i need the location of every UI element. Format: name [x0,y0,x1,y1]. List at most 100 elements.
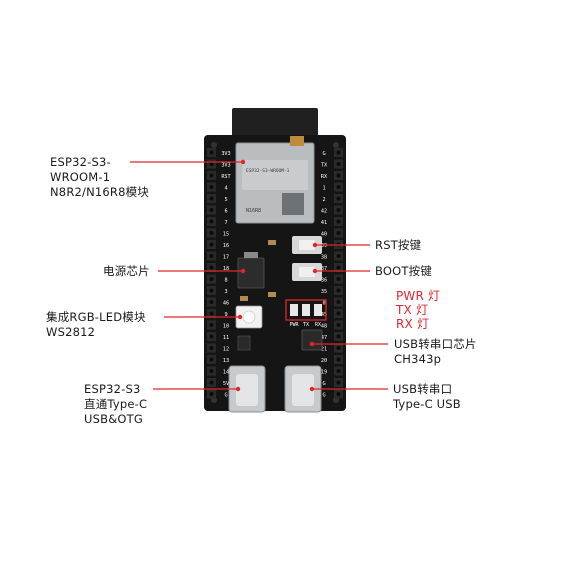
label-line: 直通Type-C [84,397,148,411]
power-regulator-tab [244,252,258,258]
pin-label: 15 [223,232,229,238]
antenna-trace [290,136,304,146]
label-rgb-led: 集成RGB-LED模块 WS2812 [46,310,146,340]
pin-label: 19 [321,370,327,376]
label-line: N8R2/N16R8模块 [50,185,150,199]
pin-label: 8 [224,278,227,284]
pin-label: 45 [321,312,327,318]
led-mark-pwr: PWR [289,322,299,328]
header-pin-hole [209,242,214,247]
header-pin-hole [209,346,214,350]
header-pin-hole [336,219,341,224]
header-pin-hole [209,392,214,396]
header-pin-hole [209,254,214,258]
pin-label: 3V3 [221,151,230,157]
header-pin-hole [336,208,341,212]
pin-label: 46 [223,301,229,307]
label-status-leds: PWR 灯 TX 灯 RX 灯 [396,289,440,331]
header-pin-hole [336,173,341,178]
header-pin-hole [336,300,341,304]
label-line: ESP32-S3 [84,382,141,396]
module-marking: ESP32-S3-WROOM-1 [246,168,290,174]
label-line: USB转串口 [393,382,453,396]
label-otg-port: ESP32-S3 直通Type-C USB&OTG [84,382,147,427]
label-rst: RST按键 [375,238,421,253]
callout-lines [130,161,388,390]
pin-label: 41 [321,220,327,226]
header-pin-hole [336,323,341,327]
header-pin-hole [336,185,341,189]
header-pin-hole [209,323,214,327]
capacitor [268,240,276,245]
header-pin-hole [336,162,341,166]
header-pin-hole [209,334,214,339]
label-line: ESP32-S3- [50,155,111,169]
callout-dots [235,159,318,392]
label-usb-chip: USB转串口芯片 CH343p [394,337,477,367]
module-label-area [242,160,308,190]
capacitor [268,292,276,297]
header-pin-hole [209,185,214,189]
led-mark-tx: TX [303,322,309,328]
header-pin-hole [209,208,214,212]
boot-button[interactable] [292,263,322,281]
header-pin-hole [336,277,341,281]
header-pin-hole [209,300,214,304]
header-pin-hole [336,334,341,339]
pin-label: 11 [223,335,229,341]
label-power-chip: 电源芯片 [103,264,150,279]
label-line: 电源芯片 [103,264,150,278]
pin-label: RX [321,174,328,180]
header-pin-hole [209,219,214,224]
pin-label: 47 [321,335,327,341]
header-pin-hole [209,173,214,178]
header-pin-hole [209,150,214,155]
header-pin-hole [336,288,341,293]
pin-label: 40 [321,232,327,238]
pin-label: 4 [224,186,227,192]
pin-label: 37 [321,266,327,272]
header-pin-hole [336,380,341,385]
pin-label: TX [321,163,328,169]
pin-label: 0 [322,301,325,307]
ch343p-chip [301,329,323,351]
header-pin-hole [336,369,341,373]
header-pin-hole [336,231,341,235]
label-line: WROOM-1 [50,170,111,184]
pin-label: 7 [224,220,227,226]
label-line: TX 灯 [396,303,429,317]
pin-label: 6 [224,209,227,215]
pin-label: G [322,151,325,157]
header-pin-hole [336,150,341,155]
pin-label: 3V3 [221,163,230,169]
status-leds [285,299,327,321]
label-uart-port: USB转串口 Type-C USB [393,382,461,412]
pin-label: RST [221,174,230,180]
pin-label: 1 [322,186,325,192]
pin-label: 12 [223,347,229,353]
pin-label: 13 [223,358,229,364]
header-pin-hole [336,392,341,396]
capacitor [240,296,248,301]
header-pin-hole [209,369,214,373]
label-line: 集成RGB-LED模块 [46,310,146,324]
label-line: Type-C USB [393,397,461,411]
led-mark-rx: RX [315,322,321,328]
label-line: WS2812 [46,325,96,339]
header-pin-hole [336,357,341,362]
header-pin-hole [336,346,341,350]
header-pin-hole [209,231,214,235]
otg-usb-c-port[interactable] [228,365,266,413]
header-pin-hole [336,265,341,270]
rst-button[interactable] [292,236,322,254]
pin-label: 42 [321,209,327,215]
mount-hole [211,142,217,148]
pin-label: 38 [321,255,327,261]
pin-label: G [322,381,325,387]
header-pin-hole [209,277,214,281]
label-line: CH343p [394,352,442,366]
header-pin-hole [209,380,214,385]
pin-label: 10 [223,324,229,330]
